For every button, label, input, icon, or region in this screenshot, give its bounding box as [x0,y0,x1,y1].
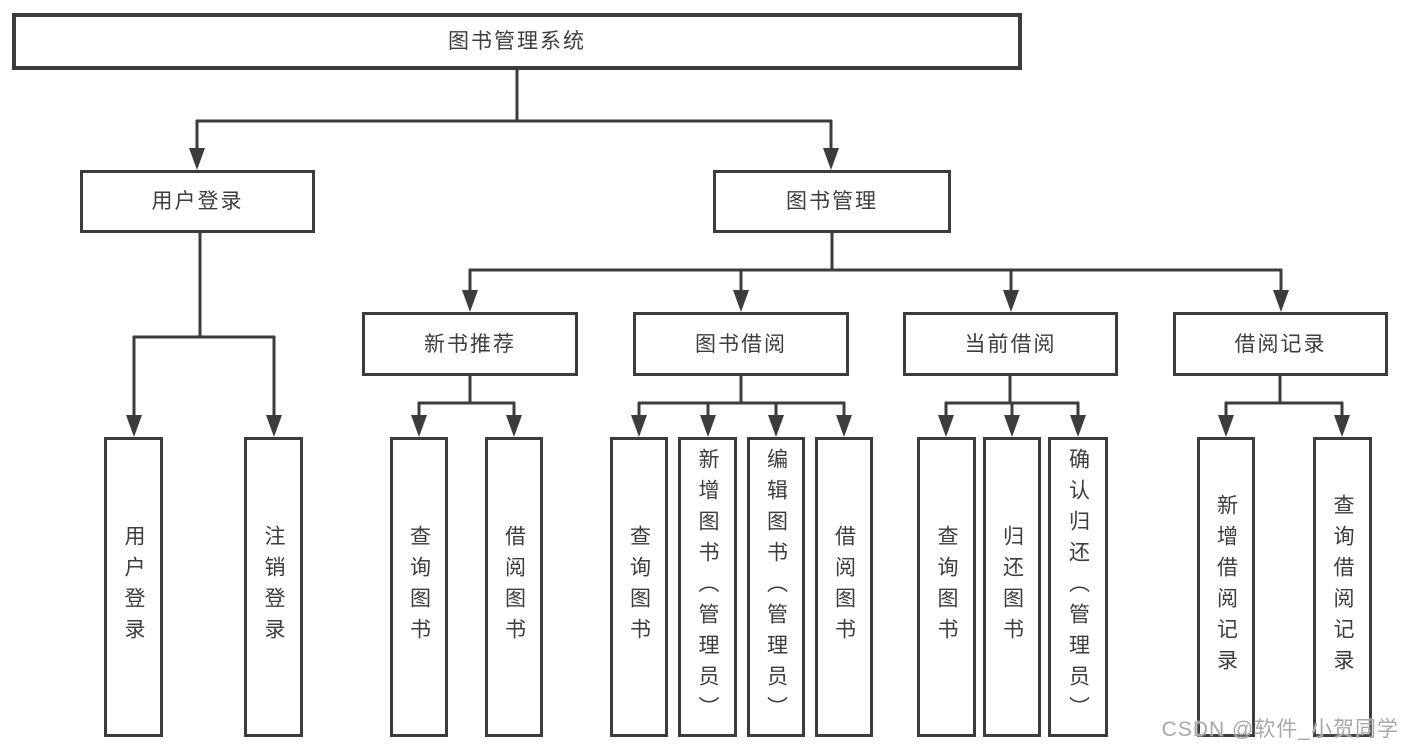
node-new-book-recommend: 新书推荐 [362,312,578,376]
leaf-borrow-books: 借阅图书 [815,437,873,737]
leaf-return-books: 归还图书 [983,437,1041,737]
leaf-label: 查询图书 [627,525,651,649]
leaf-logout: 注销登录 [244,437,303,737]
node-user-login: 用户登录 [80,170,315,233]
leaf-label: 确认归还（管理员） [1066,447,1090,727]
leaf-query-books: 查询图书 [610,437,668,737]
node-root-label: 图书管理系统 [448,30,586,53]
leaf-label: 编辑图书（管理员） [764,447,788,727]
node-root: 图书管理系统 [12,13,1022,70]
node-borrowing-records: 借阅记录 [1173,312,1388,376]
leaf-label: 新增图书（管理员） [696,447,719,727]
leaf-edit-books-admin: 编辑图书（管理员） [747,437,805,737]
node-label: 当前借阅 [964,332,1057,356]
leaf-query-books: 查询图书 [917,437,976,737]
leaf-label: 归还图书 [1000,525,1024,649]
leaf-confirm-return-admin: 确认归还（管理员） [1048,437,1108,737]
leaf-label: 借阅图书 [832,525,856,649]
leaf-query-books: 查询图书 [390,437,448,737]
leaf-label: 查询图书 [407,525,431,649]
leaf-label: 查询借阅记录 [1331,494,1354,680]
leaf-label: 用户登录 [122,525,145,649]
leaf-label: 查询图书 [935,525,958,649]
leaf-user-login: 用户登录 [104,437,163,737]
leaf-label: 注销登录 [262,525,285,649]
leaf-label: 新增借阅记录 [1214,494,1238,680]
leaf-query-borrow-record: 查询借阅记录 [1313,437,1372,737]
leaf-add-books-admin: 新增图书（管理员） [678,437,737,737]
node-label: 图书借阅 [695,332,787,356]
node-book-borrowing: 图书借阅 [633,312,849,376]
arrowhead-icons [126,148,1350,437]
node-label: 用户登录 [151,190,244,213]
watermark: CSDN @软件_小贺同学 [1161,718,1399,741]
node-label: 图书管理 [786,190,878,213]
node-current-borrowing: 当前借阅 [903,312,1118,376]
leaf-label: 借阅图书 [502,525,526,649]
node-book-management: 图书管理 [713,170,951,233]
leaf-borrow-books: 借阅图书 [485,437,543,737]
node-label: 借阅记录 [1234,332,1327,356]
leaf-add-borrow-record: 新增借阅记录 [1197,437,1255,737]
node-label: 新书推荐 [424,332,516,356]
